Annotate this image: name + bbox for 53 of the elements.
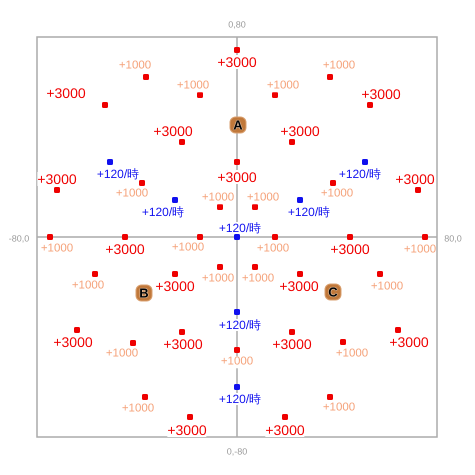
axis-label: -80,0 bbox=[8, 234, 30, 244]
value-label: +1000 bbox=[40, 243, 74, 255]
value-label: +1000 bbox=[202, 273, 234, 285]
value-label: +1000 bbox=[172, 242, 204, 254]
value-label: +3000 bbox=[105, 242, 145, 256]
value-label: +1000 bbox=[220, 356, 254, 368]
value-label: +1000 bbox=[336, 348, 368, 360]
axis-label: 0,80 bbox=[228, 20, 246, 30]
value-label: +3000 bbox=[46, 86, 86, 100]
value-label: +3000 bbox=[361, 87, 401, 101]
value-label: +3000 bbox=[389, 335, 429, 349]
value-label: +3000 bbox=[53, 335, 93, 349]
value-label: +3000 bbox=[153, 124, 193, 138]
value-label: +120/時 bbox=[218, 319, 262, 331]
value-label: +3000 bbox=[217, 55, 257, 69]
value-label: +1000 bbox=[116, 188, 148, 200]
value-label: +1000 bbox=[322, 60, 356, 72]
value-label: +3000 bbox=[217, 170, 257, 184]
value-label: +1000 bbox=[176, 80, 210, 92]
value-label: +3000 bbox=[163, 337, 203, 351]
value-label: +1000 bbox=[122, 403, 154, 415]
value-label: +1000 bbox=[118, 60, 152, 72]
axis-label: 80,0 bbox=[444, 234, 462, 244]
value-label: +3000 bbox=[280, 124, 320, 138]
value-label: +3000 bbox=[395, 172, 435, 186]
value-label: +3000 bbox=[330, 242, 370, 256]
value-label: +120/時 bbox=[218, 393, 262, 405]
value-label: +120/時 bbox=[218, 222, 262, 234]
value-label: +1000 bbox=[256, 243, 290, 255]
value-label: +120/時 bbox=[338, 168, 382, 180]
value-label: +3000 bbox=[37, 172, 77, 186]
value-label: +3000 bbox=[279, 279, 319, 293]
value-label: +1000 bbox=[246, 192, 280, 204]
value-label: +120/時 bbox=[288, 206, 330, 218]
value-label: +1000 bbox=[202, 192, 234, 204]
value-label: +1000 bbox=[370, 281, 404, 293]
value-label: +120/時 bbox=[142, 206, 184, 218]
axis-label: 0,-80 bbox=[226, 448, 248, 456]
value-label: +1000 bbox=[72, 280, 104, 292]
location-marker: B bbox=[136, 286, 152, 300]
value-label: +1000 bbox=[106, 348, 138, 360]
value-label: +3000 bbox=[272, 337, 312, 351]
value-label: +1000 bbox=[322, 402, 356, 414]
value-label: +120/時 bbox=[96, 168, 140, 180]
value-label: +1000 bbox=[320, 188, 354, 200]
value-label: +1000 bbox=[242, 273, 274, 285]
value-label: +1000 bbox=[266, 80, 300, 92]
value-label: +3000 bbox=[167, 423, 207, 437]
value-label: +3000 bbox=[155, 279, 195, 293]
location-marker: A bbox=[230, 118, 246, 132]
value-label: +1000 bbox=[404, 244, 436, 256]
location-marker: C bbox=[326, 284, 340, 300]
value-label: +3000 bbox=[265, 423, 305, 437]
